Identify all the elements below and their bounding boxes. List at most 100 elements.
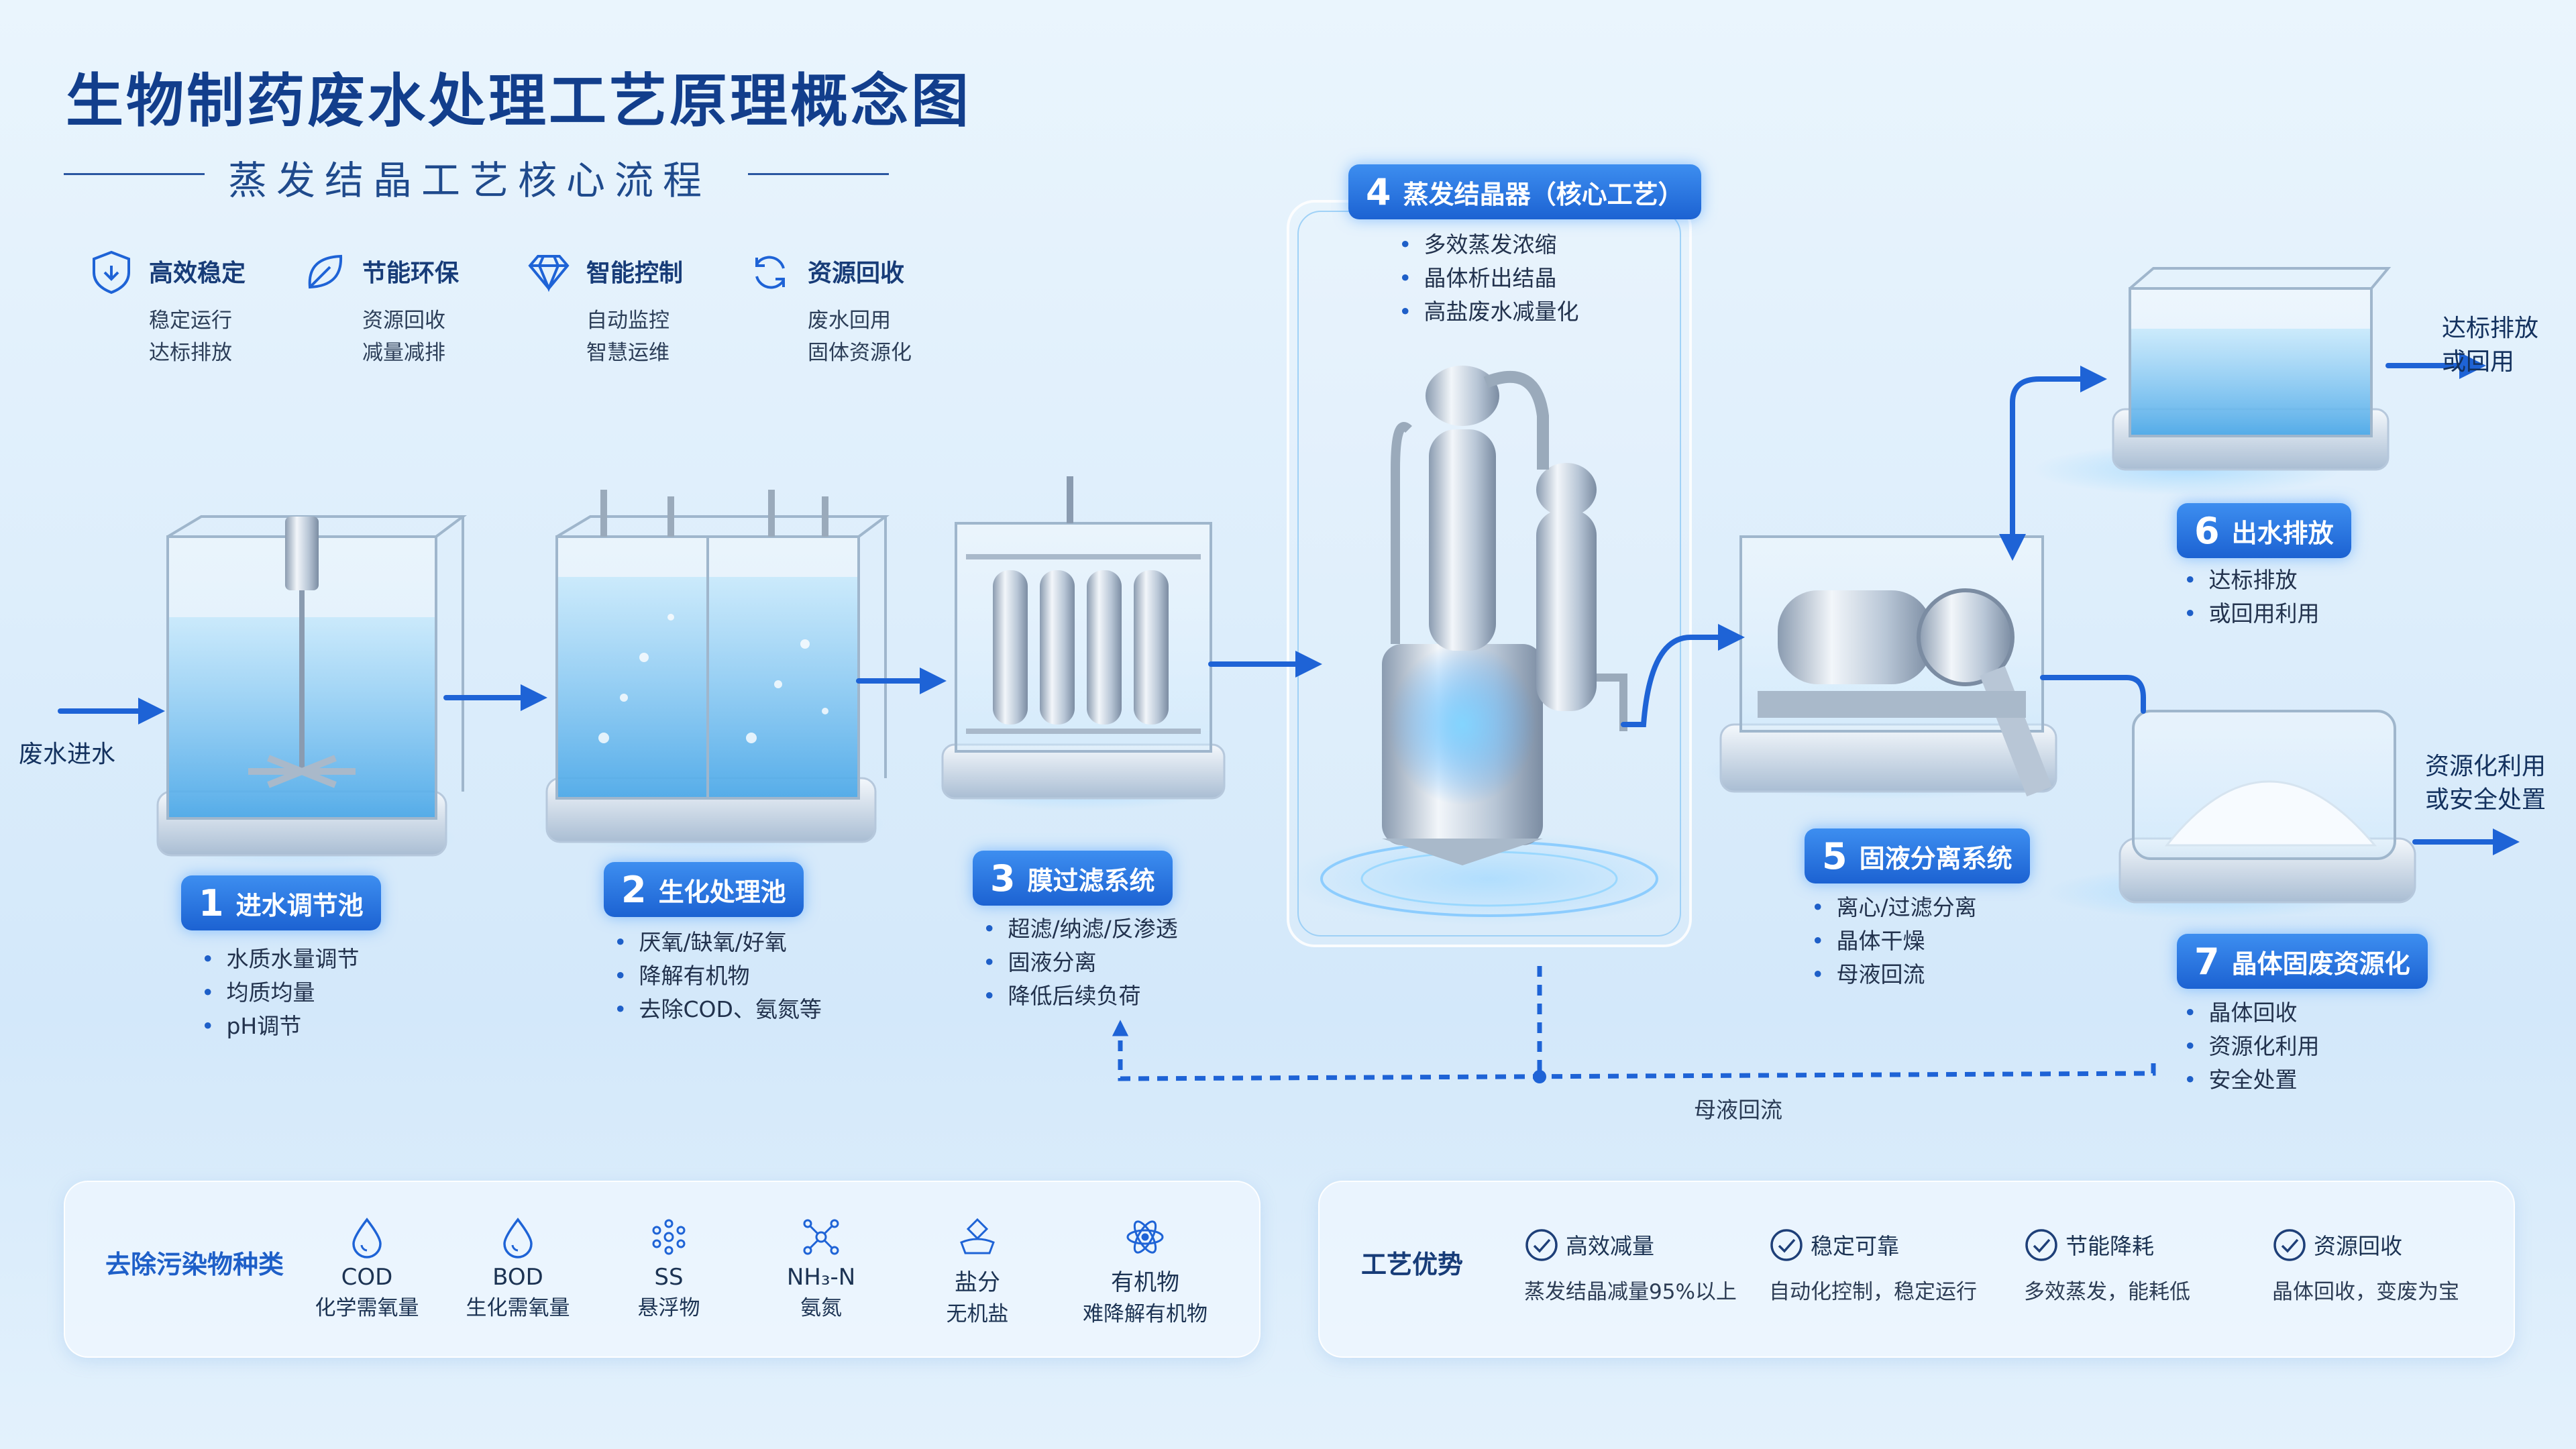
stage-bullet: 晶体干燥 (1811, 924, 1977, 958)
discharge-label: 达标排放 或回用 (2442, 312, 2538, 379)
feature-name: 高效稳定 (149, 260, 246, 287)
feature-name: 智能控制 (586, 260, 684, 287)
stage-bullet: 或回用利用 (2184, 597, 2319, 631)
pollutant-ss: SS 悬浮物 (598, 1216, 739, 1321)
stage-number: 2 (621, 868, 647, 911)
pollutant-bod: BOD 生化需氧量 (447, 1216, 588, 1321)
stage-name: 出水排放 (2231, 518, 2334, 548)
feature-line: 资源回收 (362, 309, 445, 333)
outlet-tank-illustration (2033, 267, 2392, 495)
pollutant-name: SS (654, 1264, 684, 1291)
recycle-loop (1112, 966, 2156, 1081)
stage-name: 生化处理池 (658, 877, 786, 907)
resource-label: 资源化利用 或安全处置 (2425, 750, 2546, 817)
check-circle-icon (2273, 1229, 2306, 1261)
stage-4-bullets: 多效蒸发浓缩 晶体析出结晶 高盐废水减量化 (1399, 228, 1578, 329)
stage-3-label: 3 膜过滤系统 (973, 851, 1173, 906)
feature-line: 减量减排 (362, 341, 445, 365)
stage-name: 蒸发结晶器（核心工艺） (1403, 179, 1684, 209)
advantage-desc: 多效蒸发，能耗低 (2024, 1280, 2190, 1304)
stage-bullet: 离心/过滤分离 (1811, 891, 1976, 924)
advantages-title: 工艺优势 (1361, 1250, 1464, 1279)
stage-bullet: 降解有机物 (614, 959, 822, 993)
resource-line: 或安全处置 (2425, 786, 2546, 814)
biochem-tank-illustration (537, 490, 890, 853)
stage-bullet: 多效蒸发浓缩 (1399, 228, 1578, 262)
advantage-name: 稳定可靠 (1811, 1233, 1899, 1259)
advantage-name: 资源回收 (2314, 1233, 2402, 1259)
pollutant-name: NH₃-N (786, 1264, 856, 1291)
stage-number: 1 (199, 881, 224, 924)
feature-name: 节能环保 (362, 260, 460, 287)
advantage-recovery: 资源回收 晶体回收，变废为宝 (2272, 1228, 2493, 1305)
stage-3-bullets: 超滤/纳滤/反渗透 固液分离 降低后续负荷 (983, 912, 1178, 1013)
advantage-desc: 蒸发结晶减量95%以上 (1524, 1280, 1737, 1304)
stage-5-bullets: 离心/过滤分离 晶体干燥 母液回流 (1811, 891, 1977, 991)
stage-number: 6 (2194, 509, 2220, 552)
stage-bullet: 超滤/纳滤/反渗透 (983, 912, 1177, 946)
separator-illustration (1704, 535, 2066, 800)
check-circle-icon (1770, 1229, 1803, 1261)
intake-tank-illustration (148, 515, 467, 865)
feature-line: 稳定运行 (149, 309, 232, 333)
stage-name: 膜过滤系统 (1027, 865, 1155, 896)
feature-name: 资源回收 (808, 260, 905, 287)
stage-7-bullets: 晶体回收 资源化利用 安全处置 (2184, 996, 2319, 1097)
stage-5-label: 5 固液分离系统 (1805, 828, 2030, 883)
pollutant-desc: 悬浮物 (637, 1296, 700, 1320)
stage-bullet: 母液回流 (1811, 958, 1977, 991)
stage-number: 4 (1366, 170, 1391, 213)
stage-bullet: 去除COD、氨氮等 (614, 993, 821, 1026)
advantage-desc: 自动化控制，稳定运行 (1769, 1280, 1977, 1304)
diamond-icon (528, 255, 570, 292)
recycle-label: 母液回流 (1694, 1097, 1782, 1123)
stage-1-label: 1 进水调节池 (181, 875, 381, 930)
check-circle-icon (1525, 1229, 1558, 1261)
pollutant-desc: 无机盐 (946, 1302, 1009, 1326)
stage-bullet: 高盐废水减量化 (1399, 295, 1578, 329)
pollutants-title: 去除污染物种类 (105, 1250, 284, 1279)
advantage-desc: 晶体回收，变废为宝 (2272, 1280, 2459, 1304)
salt-icon (960, 1218, 995, 1254)
feature-line: 废水回用 (808, 309, 891, 333)
evaporator-illustration (1288, 366, 1690, 926)
stage-name: 固液分离系统 (1859, 843, 2012, 873)
subtitle-line-left (64, 173, 205, 175)
stage-bullet: 晶体回收 (2184, 996, 2319, 1030)
feature-line: 达标排放 (149, 341, 232, 365)
stage-6-bullets: 达标排放 或回用利用 (2184, 564, 2319, 631)
stage-bullet: 水质水量调节 (201, 943, 359, 976)
shield-icon (93, 250, 130, 294)
crystal-container-illustration (2046, 710, 2416, 919)
stage-number: 3 (990, 857, 1016, 900)
stage-number: 7 (2194, 940, 2220, 983)
pollutant-desc: 氨氮 (800, 1296, 842, 1320)
pollutant-name: COD (341, 1264, 393, 1291)
stage-bullet: 晶体析出结晶 (1399, 262, 1578, 295)
stage-2-label: 2 生化处理池 (604, 862, 804, 917)
stage-6-label: 6 出水排放 (2177, 503, 2351, 558)
stage-bullet: 降低后续负荷 (983, 979, 1178, 1013)
drop-icon (352, 1218, 382, 1258)
pollutant-name: 有机物 (1111, 1269, 1179, 1296)
stage-1-bullets: 水质水量调节 均质均量 pH调节 (201, 943, 359, 1043)
stage-bullet: 厌氧/缺氧/好氧 (614, 926, 822, 959)
subtitle-line-right (748, 173, 889, 175)
page-title: 生物制药废水处理工艺原理概念图 (66, 68, 971, 135)
stage-bullet: pH调节 (201, 1010, 359, 1043)
page-subtitle: 蒸发结晶工艺核心流程 (228, 158, 712, 203)
recycle-icon (755, 256, 785, 289)
leaf-icon (308, 254, 343, 289)
discharge-line: 达标排放 (2442, 315, 2539, 342)
inlet-label: 废水进水 (19, 741, 116, 768)
pollutant-cod: COD 化学需氧量 (297, 1216, 437, 1321)
stage-bullet: 安全处置 (2184, 1063, 2319, 1097)
stage-bullet: 固液分离 (983, 946, 1178, 979)
feature-line: 自动监控 (586, 309, 669, 333)
advantage-energy: 节能降耗 多效蒸发，能耗低 (2024, 1228, 2245, 1305)
resource-line: 资源化利用 (2425, 753, 2546, 780)
stage-bullet: 均质均量 (201, 976, 359, 1010)
pollutant-name: 盐分 (955, 1269, 1000, 1296)
particles-icon (652, 1219, 686, 1255)
